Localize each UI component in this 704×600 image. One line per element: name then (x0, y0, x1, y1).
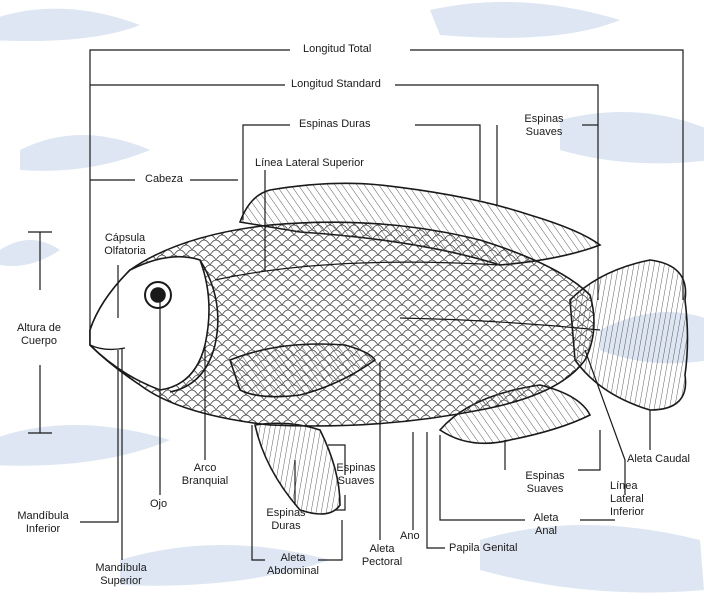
label-espinas-suaves-bottom: Espinas Suaves (515, 470, 575, 496)
label-aleta-pectoral-line1: Aleta (354, 543, 410, 556)
label-mandibula-superior-line2: Superior (86, 575, 156, 588)
label-espinas-suaves-mid-line2: Suaves (326, 475, 386, 488)
label-linea-lateral-inferior-line2: Lateral (610, 493, 660, 506)
label-mandibula-inferior-line1: Mandíbula (8, 510, 78, 523)
label-espinas-duras-top: Espinas Duras (296, 118, 374, 131)
label-linea-lateral-inferior: Línea Lateral Inferior (610, 480, 660, 519)
label-espinas-duras-bottom-line1: Espinas (258, 507, 314, 520)
label-mandibula-superior: Mandíbula Superior (86, 562, 156, 588)
label-aleta-caudal: Aleta Caudal (627, 453, 690, 466)
label-mandibula-inferior-line2: Inferior (8, 523, 78, 536)
label-espinas-suaves-top-line1: Espinas (514, 113, 574, 126)
eye-pupil (151, 288, 165, 302)
label-espinas-suaves-bottom-line2: Suaves (515, 483, 575, 496)
label-mandibula-superior-line1: Mandíbula (86, 562, 156, 575)
label-capsula-olfatoria-line2: Olfatoria (95, 245, 155, 258)
label-espinas-suaves-bottom-line1: Espinas (515, 470, 575, 483)
label-altura-de-cuerpo-line1: Altura de (4, 322, 74, 335)
label-espinas-suaves-top: Espinas Suaves (514, 113, 574, 139)
label-espinas-suaves-top-line2: Suaves (514, 126, 574, 139)
label-arco-branquial-line2: Branquial (174, 475, 236, 488)
label-capsula-olfatoria-line1: Cápsula (95, 232, 155, 245)
label-ano: Ano (400, 530, 420, 543)
label-longitud-total: Longitud Total (300, 43, 374, 56)
label-aleta-abdominal: Aleta Abdominal (262, 552, 324, 578)
label-linea-lateral-inferior-line1: Línea (610, 480, 660, 493)
label-aleta-pectoral-line2: Pectoral (354, 556, 410, 569)
label-aleta-anal: Aleta Anal (524, 512, 568, 538)
label-espinas-suaves-mid-line1: Espinas (326, 462, 386, 475)
label-espinas-duras-bottom-line2: Duras (258, 520, 314, 533)
label-espinas-duras-bottom: Espinas Duras (258, 507, 314, 533)
label-cabeza: Cabeza (142, 173, 186, 186)
label-ojo: Ojo (150, 498, 167, 511)
label-capsula-olfatoria: Cápsula Olfatoria (95, 232, 155, 258)
label-linea-lateral-superior: Línea Lateral Superior (252, 157, 367, 170)
label-aleta-abdominal-line2: Abdominal (262, 565, 324, 578)
label-aleta-anal-line1: Aleta (524, 512, 568, 525)
label-mandibula-inferior: Mandíbula Inferior (8, 510, 78, 536)
label-altura-de-cuerpo: Altura de Cuerpo (4, 322, 74, 348)
head (90, 257, 209, 390)
label-aleta-abdominal-line1: Aleta (262, 552, 324, 565)
label-papila-genital: Papila Genital (449, 542, 518, 555)
label-aleta-pectoral: Aleta Pectoral (354, 543, 410, 569)
label-arco-branquial-line1: Arco (174, 462, 236, 475)
label-arco-branquial: Arco Branquial (174, 462, 236, 488)
label-altura-de-cuerpo-line2: Cuerpo (4, 335, 74, 348)
label-aleta-anal-line2: Anal (524, 525, 568, 538)
label-longitud-standard: Longitud Standard (288, 78, 384, 91)
label-espinas-suaves-mid: Espinas Suaves (326, 462, 386, 488)
label-linea-lateral-inferior-line3: Inferior (610, 506, 660, 519)
